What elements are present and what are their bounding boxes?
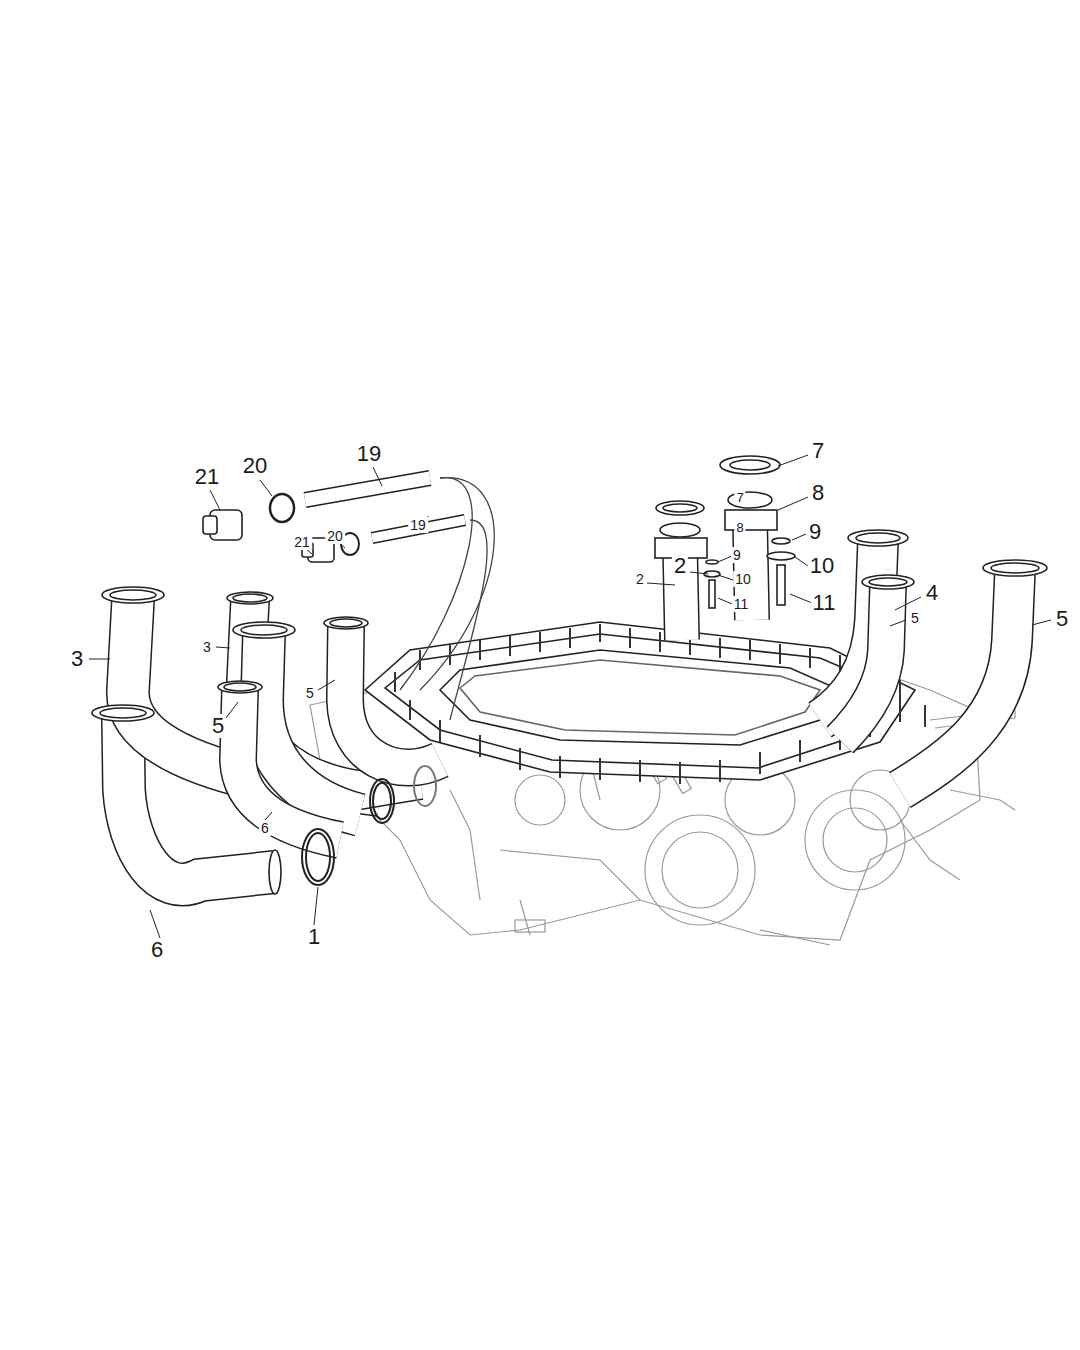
callout-number: 19 xyxy=(355,442,383,466)
callout-number: 3 xyxy=(201,639,213,655)
callout-number: 19 xyxy=(408,517,428,533)
callout-number: 9 xyxy=(807,520,823,544)
callout-number: 9 xyxy=(731,547,743,563)
callout-number: 1 xyxy=(306,925,322,949)
callout-number: 10 xyxy=(808,554,836,578)
callout-number: 5 xyxy=(210,714,226,738)
callout-number: 20 xyxy=(241,454,269,478)
pipes xyxy=(123,520,1015,884)
callout-number: 7 xyxy=(734,490,745,505)
callout-number: 7 xyxy=(810,439,826,463)
callout-number: 10 xyxy=(733,571,753,587)
callout-number: 5 xyxy=(304,685,316,701)
callout-number: 11 xyxy=(811,591,838,615)
o-rings xyxy=(302,766,436,885)
callout-number: 3 xyxy=(69,647,85,671)
callout-number: 8 xyxy=(810,481,826,505)
leader-lines xyxy=(89,455,1051,938)
callout-number: 21 xyxy=(193,465,221,489)
callout-number: 5 xyxy=(909,610,921,626)
pipe-flanges xyxy=(92,456,1047,894)
callout-number: 6 xyxy=(149,938,165,962)
callout-number: 4 xyxy=(924,581,940,605)
callout-number: 11 xyxy=(732,596,751,612)
callout-number: 2 xyxy=(672,554,688,578)
callout-number: 6 xyxy=(259,820,271,836)
callout-number: 5 xyxy=(1054,607,1070,631)
callout-number: 21 xyxy=(292,534,312,550)
callout-number: 8 xyxy=(734,520,745,535)
level-tubes-and-plugs xyxy=(203,478,494,720)
callout-number: 2 xyxy=(634,571,646,587)
callout-number: 20 xyxy=(325,528,345,544)
